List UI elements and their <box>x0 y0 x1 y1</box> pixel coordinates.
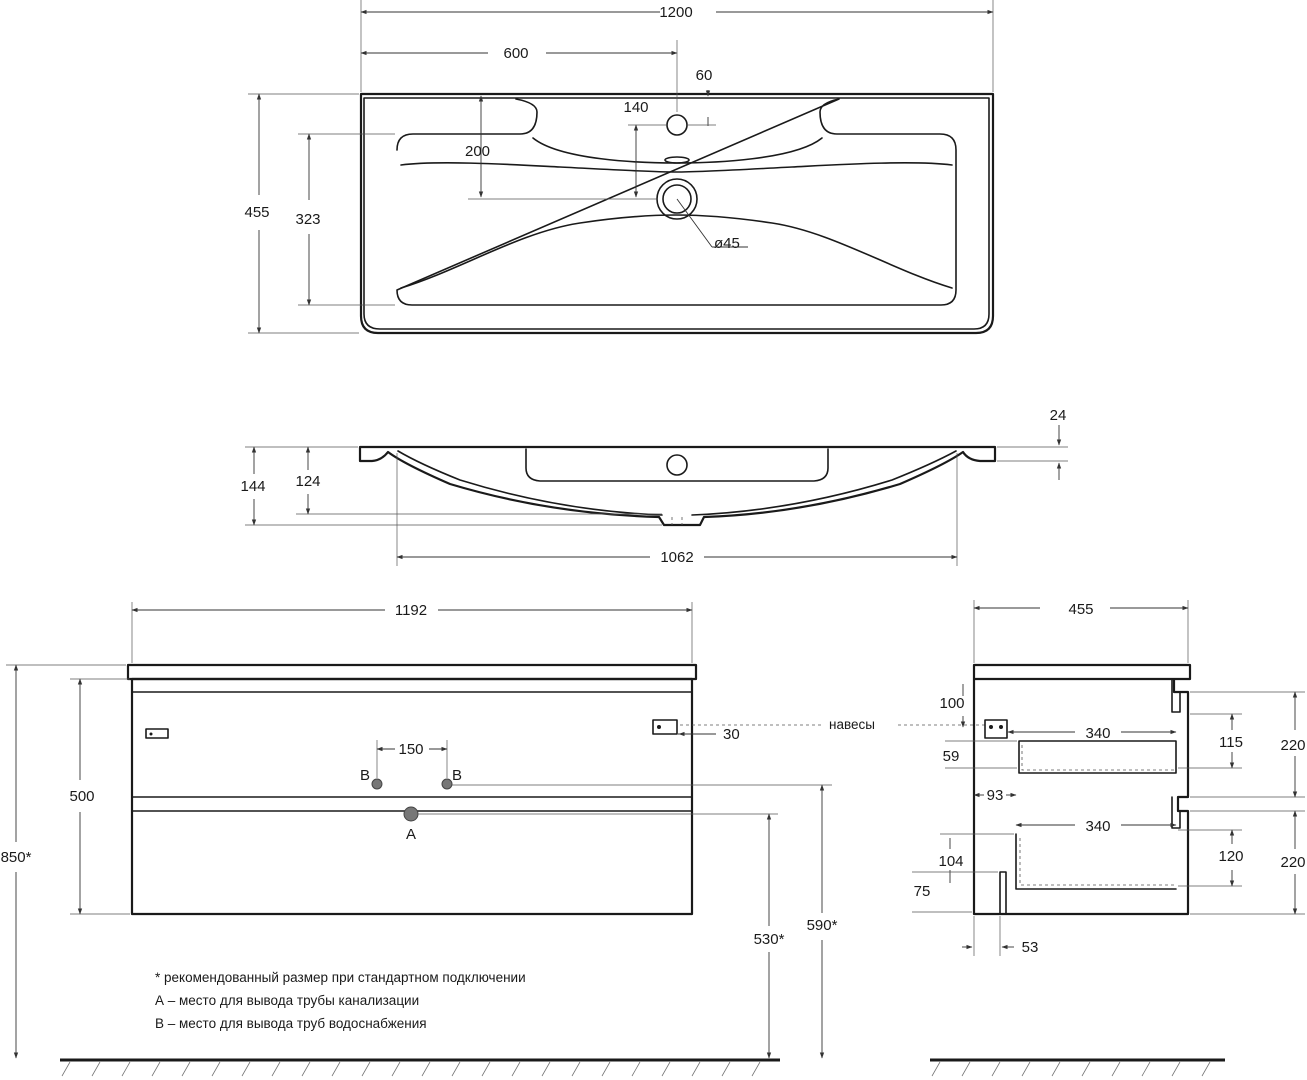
overflow-slot <box>664 156 690 164</box>
lower-drawer-box <box>1015 833 1177 890</box>
basin-profile-deck <box>525 448 829 482</box>
dim-75: 75 <box>914 883 931 900</box>
dim-124: 124 <box>295 473 320 490</box>
basin-profile-view: 24 144 124 1062 <box>240 407 1068 566</box>
note-drain-pipe: А – место для вывода трубы канализации <box>155 993 419 1008</box>
bowl-bottom-curve <box>400 214 953 289</box>
dim-24: 24 <box>1050 407 1067 424</box>
dim-1192: 1192 <box>395 602 427 619</box>
dim-115: 115 <box>1219 734 1243 751</box>
dim-1200: 1200 <box>659 4 692 21</box>
dim-220-bottom: 220 <box>1280 854 1305 871</box>
dim-1062: 1062 <box>660 549 693 566</box>
basin-bowl <box>396 98 957 306</box>
tap-deck-curve <box>532 137 823 164</box>
hinge-right <box>652 719 678 735</box>
dim-93: 93 <box>987 787 1004 804</box>
dim-104: 104 <box>938 853 963 870</box>
dim-144: 144 <box>240 478 265 495</box>
dim-100: 100 <box>939 695 964 712</box>
dim-150: 150 <box>398 741 423 758</box>
bowl-inner-curve <box>400 162 953 173</box>
label-b-left: B <box>360 767 370 784</box>
dim-850: 850* <box>1 849 32 866</box>
vanity-side-section: 455 100 340 115 220 59 93 340 <box>912 600 1306 1077</box>
dim-200: 200 <box>465 143 490 160</box>
upper-drawer-box <box>1018 740 1177 774</box>
side-cabinet-body <box>972 679 1190 916</box>
dim-220-top: 220 <box>1280 737 1305 754</box>
dim-140: 140 <box>623 99 648 116</box>
dim-323: 323 <box>295 211 320 228</box>
basin-rim <box>363 97 990 330</box>
profile-tap-hole <box>666 454 688 476</box>
drain-pipe-marker <box>403 806 419 822</box>
tap-hole <box>666 114 688 136</box>
label-b-right: B <box>452 767 462 784</box>
dim-60: 60 <box>696 67 713 84</box>
side-countertop <box>972 663 1192 681</box>
dim-455-side: 455 <box>1068 601 1093 618</box>
hinge-left <box>145 728 169 739</box>
water-pipe-right <box>441 778 453 790</box>
drain-outer <box>656 178 698 220</box>
dim-30: 30 <box>723 726 740 743</box>
basin-profile-inner <box>397 450 957 516</box>
dim-455-top: 455 <box>244 204 269 221</box>
dim-53: 53 <box>1022 939 1039 956</box>
note-water-pipes: В – место для вывода труб водоснабжения <box>155 1016 427 1031</box>
legend-notes: * рекомендованный размер при стандартном… <box>155 970 526 1031</box>
ground-hatch-side <box>931 1061 1211 1077</box>
dim-600: 600 <box>503 45 528 62</box>
dim-590: 590* <box>807 917 838 934</box>
top-view: 1200 600 60 140 200 ø45 455 32 <box>244 0 995 335</box>
side-plinth-step <box>999 871 1007 915</box>
dim-530: 530* <box>754 931 785 948</box>
vanity-countertop <box>126 663 698 681</box>
vanity-front-view: B B A 150 30 навесы 1192 850* 500 <box>1 602 985 1077</box>
dim-120: 120 <box>1218 848 1243 865</box>
label-hinges: навесы <box>829 717 875 732</box>
dim-500: 500 <box>69 788 94 805</box>
dim-59: 59 <box>943 748 960 765</box>
basin-outline <box>359 92 995 335</box>
side-hinge <box>984 719 1008 739</box>
basin-profile-outline <box>358 445 997 527</box>
water-pipe-left <box>371 778 383 790</box>
note-recommended-size: * рекомендованный размер при стандартном… <box>155 970 526 985</box>
ground-hatch-front <box>61 1061 761 1077</box>
dim-diameter-45: ø45 <box>714 235 740 252</box>
dim-340-top: 340 <box>1085 725 1110 742</box>
label-a: A <box>406 826 416 843</box>
dim-340-bottom: 340 <box>1085 818 1110 835</box>
drain-inner <box>662 184 692 214</box>
